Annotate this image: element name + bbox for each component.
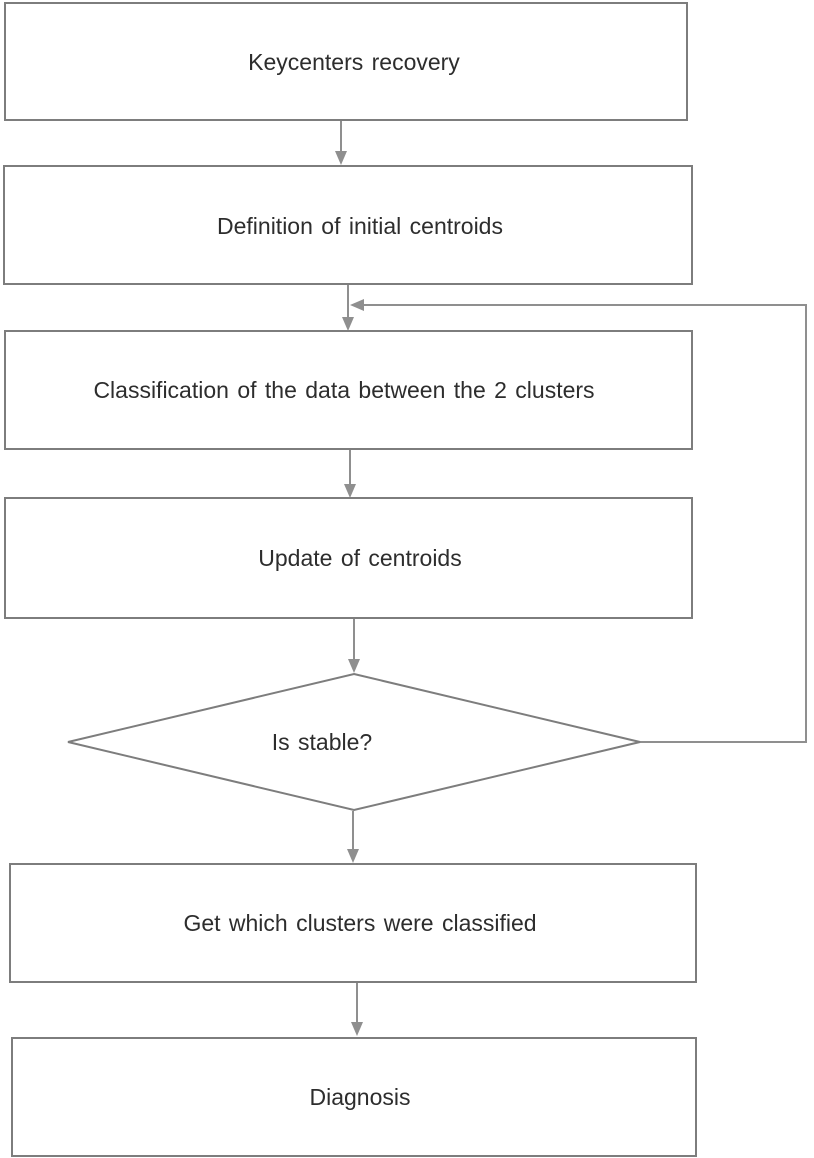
edge-definition-to-classification (342, 285, 354, 331)
flow-node-update-of-centroids: Update of centroids (4, 497, 693, 619)
flow-node-update-of-centroids-label: Update of centroids (258, 545, 461, 571)
flow-node-keycenters-recovery-label: Keycenters recovery (248, 49, 460, 75)
edge-is-stable-loop-to-classification (350, 299, 807, 743)
flow-node-diagnosis: Diagnosis (11, 1037, 697, 1157)
edge-is-stable-loop-arrowhead (350, 299, 364, 311)
edge-keycenters-to-definition (335, 121, 347, 165)
flow-node-get-clusters-classified-label: Get which clusters were classified (183, 910, 536, 936)
flow-node-classification-of-data: Classification of the data between the 2… (4, 330, 693, 450)
flow-node-get-clusters-classified: Get which clusters were classified (9, 863, 697, 983)
flow-node-classification-of-data-label: Classification of the data between the 2… (93, 377, 594, 403)
flow-node-keycenters-recovery-box (4, 2, 688, 121)
flow-node-is-stable-diamond (67, 672, 641, 812)
flow-node-is-stable-label: Is stable? (272, 729, 372, 755)
flow-node-diagnosis-label: Diagnosis (310, 1084, 411, 1110)
flow-node-classification-of-data-box (4, 330, 693, 450)
edge-definition-to-classification-arrowhead (342, 317, 354, 331)
flow-node-definition-of-initial-centroids-box (3, 165, 693, 285)
edge-update-to-is-stable-arrowhead (348, 659, 360, 673)
edge-is-stable-to-get-clusters-arrowhead (347, 849, 359, 863)
flow-node-definition-of-initial-centroids: Definition of initial centroids (3, 165, 693, 285)
flow-node-get-clusters-classified-box (9, 863, 697, 983)
flow-node-update-of-centroids-box (4, 497, 693, 619)
flow-node-diagnosis-box (11, 1037, 697, 1157)
edge-classification-to-update (344, 450, 356, 498)
flow-node-definition-of-initial-centroids-label: Definition of initial centroids (217, 213, 503, 239)
edge-classification-to-update-arrowhead (344, 484, 356, 498)
edge-update-to-is-stable (348, 619, 360, 673)
edge-keycenters-to-definition-arrowhead (335, 151, 347, 165)
edge-is-stable-to-get-clusters (347, 811, 359, 863)
edge-get-clusters-to-diagnosis (351, 983, 363, 1036)
edge-get-clusters-to-diagnosis-arrowhead (351, 1022, 363, 1036)
flow-node-is-stable: Is stable? (67, 672, 641, 812)
flow-node-keycenters-recovery: Keycenters recovery (4, 2, 688, 121)
edge-is-stable-loop-polyline (364, 304, 807, 743)
